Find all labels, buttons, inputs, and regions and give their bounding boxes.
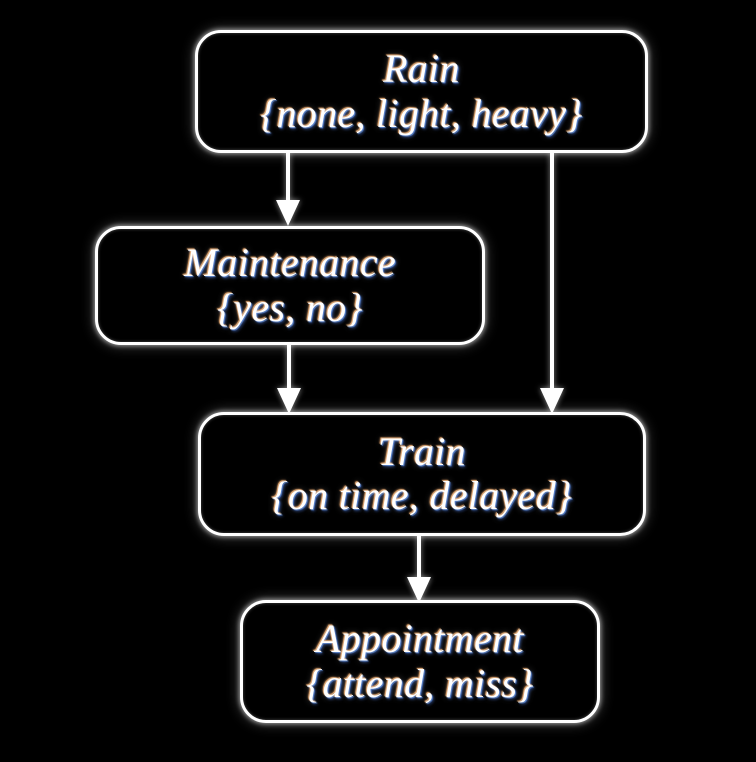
node-rain[interactable]: Rain {none, light, heavy} [195, 30, 648, 153]
node-maintenance-states: {yes, no} [217, 284, 363, 330]
node-maintenance-label: Maintenance [183, 240, 397, 286]
node-appointment[interactable]: Appointment {attend, miss} [240, 600, 600, 723]
node-rain-states: {none, light, heavy} [260, 90, 583, 136]
node-train-label: Train [377, 428, 467, 474]
edge-train-to-appointment [407, 535, 431, 603]
node-maintenance[interactable]: Maintenance {yes, no} [95, 226, 485, 345]
node-appointment-label: Appointment [316, 616, 524, 662]
edge-maintenance-to-train [277, 344, 301, 414]
node-train-states: {on time, delayed} [271, 473, 573, 518]
node-rain-label: Rain [383, 46, 460, 92]
node-appointment-states: {attend, miss} [306, 660, 534, 706]
edge-rain-to-train [540, 152, 564, 414]
edge-rain-to-maintenance [276, 152, 300, 226]
node-train[interactable]: Train {on time, delayed} [198, 412, 646, 536]
